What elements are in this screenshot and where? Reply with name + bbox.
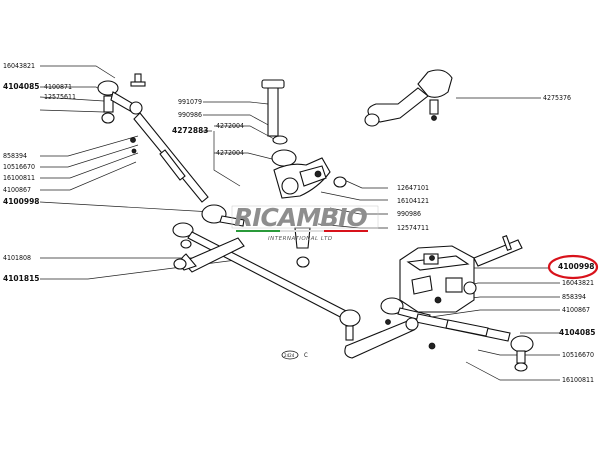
part-label: 10516670 <box>3 163 35 171</box>
center-link-assembly <box>172 204 361 341</box>
part-label: 4100998 <box>3 197 40 206</box>
pitman-arm <box>364 69 453 127</box>
steering-gear-box <box>399 235 523 313</box>
highlight-ring <box>547 254 599 280</box>
left-tie-rod-assembly <box>97 73 209 203</box>
part-label: 858394 <box>562 293 586 301</box>
leader-lines <box>39 65 560 381</box>
figure-letter: C <box>304 352 308 359</box>
part-label: 991079 <box>178 98 202 106</box>
part-label: 4272004 <box>216 122 244 130</box>
figure-code-badge <box>281 350 299 360</box>
part-label: 10516670 <box>562 351 594 359</box>
watermark-tagline: INTERNATIONAL LTD <box>268 236 333 242</box>
part-label: 16043821 <box>3 62 35 70</box>
part-label: 16043821 <box>562 279 594 287</box>
part-label: 16100811 <box>562 376 594 384</box>
part-label: 4101815 <box>3 274 40 283</box>
part-number-labels: 16043821 4104085 4100871 12575611 858394… <box>3 62 596 384</box>
part-label: 4100867 <box>562 306 590 314</box>
part-label: 4100867 <box>3 186 31 194</box>
part-label: 16100811 <box>3 174 35 182</box>
watermark-logo: RICAMBIO INTERNATIONAL LTD <box>231 203 379 242</box>
part-label: 4272004 <box>216 149 244 157</box>
part-label: 858394 <box>3 152 27 160</box>
part-label: 4104085 <box>3 82 40 91</box>
idler-arm-assembly <box>261 79 347 268</box>
part-label-highlighted: 4100998 <box>558 262 595 271</box>
right-tie-rod-assembly <box>344 297 534 372</box>
part-label: 12647101 <box>397 184 429 192</box>
part-label: 4100871 <box>44 83 72 91</box>
part-label: 4104085 <box>559 328 596 337</box>
part-label: 990986 <box>397 210 421 218</box>
watermark-brand: RICAMBIO <box>234 203 367 232</box>
part-label: 4101808 <box>3 254 31 262</box>
part-label: 4275376 <box>543 94 571 102</box>
part-label: 990986 <box>178 111 202 119</box>
figure-code: 2424 <box>284 353 295 359</box>
part-label: 16104121 <box>397 197 429 205</box>
part-label: 12574711 <box>397 224 429 232</box>
part-label: 12575611 <box>44 93 76 101</box>
part-label: 4272883 <box>172 126 209 135</box>
